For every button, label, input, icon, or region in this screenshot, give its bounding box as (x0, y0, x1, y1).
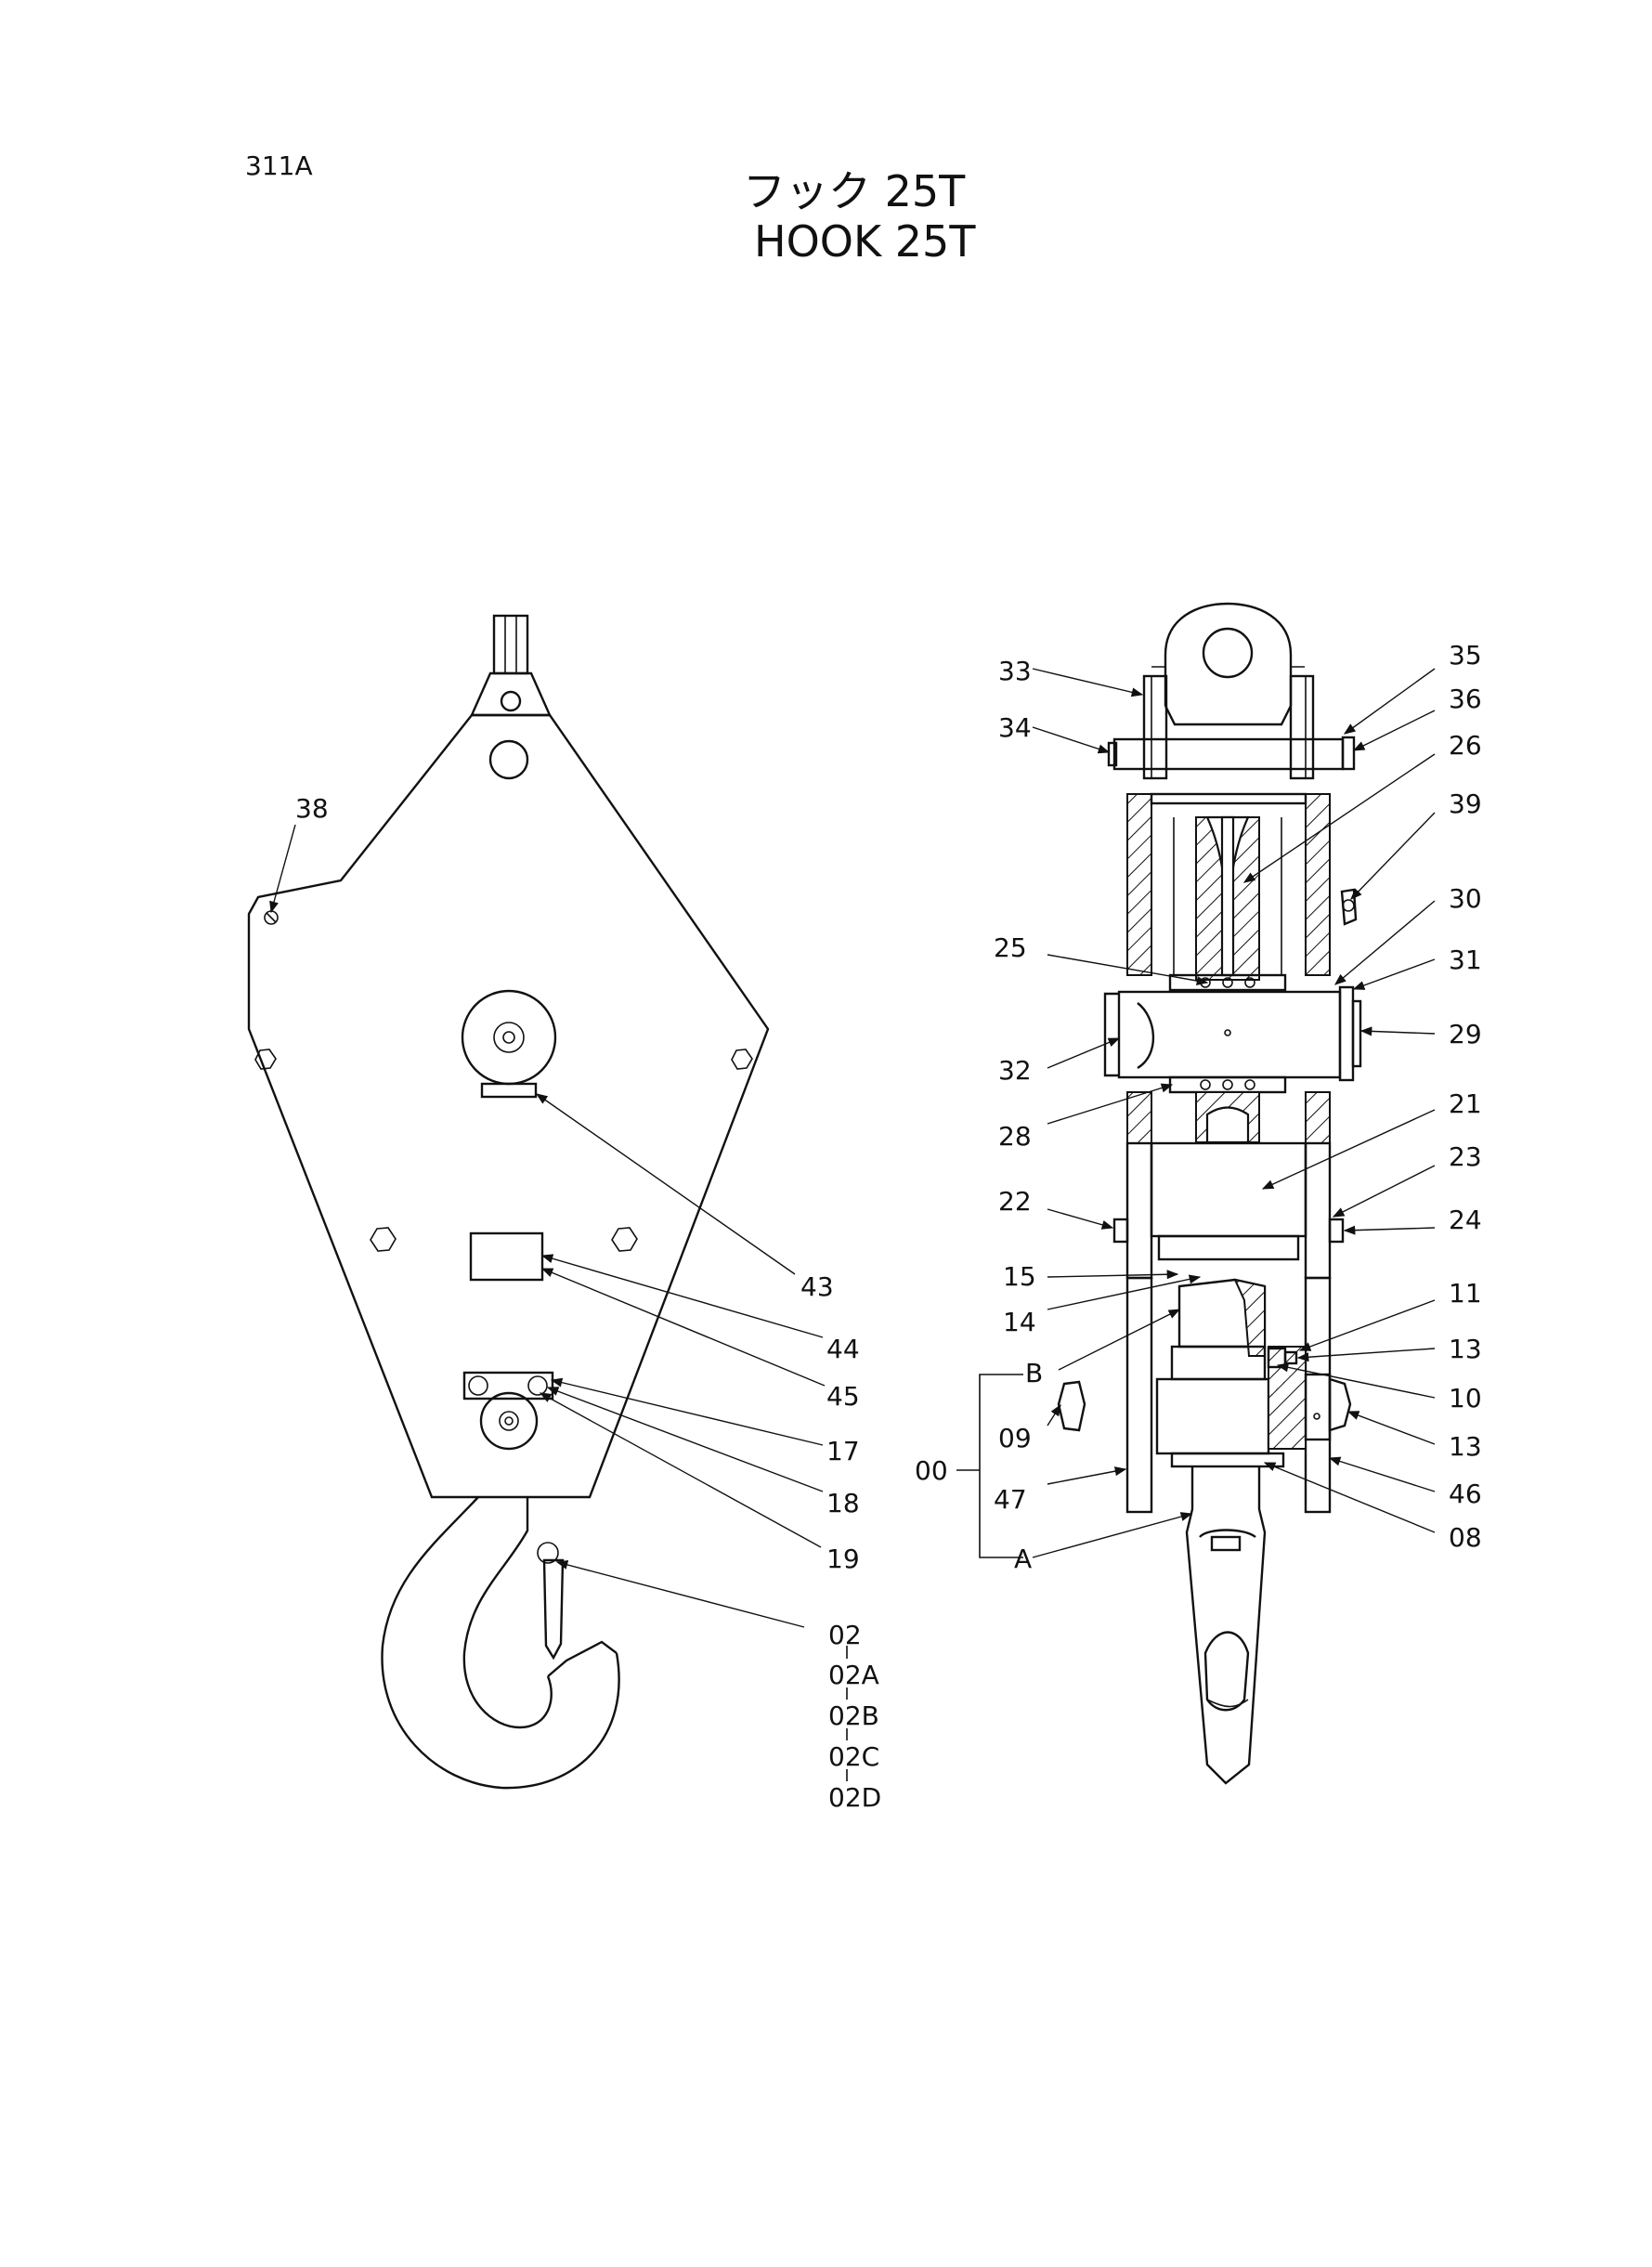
label-02b: 02B (828, 1700, 879, 1731)
label-17: 17 (826, 1436, 860, 1466)
label-02a: 02A (828, 1660, 879, 1690)
label-24: 24 (1449, 1205, 1482, 1235)
label-15: 15 (1003, 1261, 1036, 1292)
label-09: 09 (998, 1423, 1032, 1453)
label-31: 31 (1449, 945, 1482, 975)
label-22: 22 (998, 1186, 1032, 1217)
label-38: 38 (295, 793, 329, 824)
label-36: 36 (1449, 684, 1482, 714)
label-28: 28 (998, 1121, 1032, 1152)
title-english: HOOK 25T (754, 216, 976, 267)
label-29: 29 (1449, 1019, 1482, 1049)
label-33: 33 (998, 656, 1032, 686)
label-08: 08 (1449, 1522, 1482, 1553)
label-02c: 02C (828, 1741, 879, 1772)
label-43: 43 (800, 1271, 834, 1302)
label-23: 23 (1449, 1141, 1482, 1172)
sheet-code: 311A (245, 150, 313, 181)
label-46: 46 (1449, 1479, 1482, 1509)
label-b: B (1025, 1358, 1043, 1388)
label-39: 39 (1449, 788, 1482, 819)
title-japanese: フック 25T (743, 166, 966, 216)
leader-lines (269, 668, 1436, 1781)
label-30: 30 (1449, 883, 1482, 914)
label-25: 25 (994, 932, 1027, 963)
label-a: A (1014, 1544, 1032, 1574)
label-02: 02 (828, 1620, 862, 1650)
label-44: 44 (826, 1334, 860, 1364)
part-labels: 38 43 44 45 17 18 19 02 02A 02B 02C 02D … (295, 640, 1482, 1813)
label-34: 34 (998, 712, 1032, 743)
label-14: 14 (1003, 1307, 1036, 1337)
label-13-upper: 13 (1449, 1334, 1482, 1364)
hook-block-section-view (1057, 602, 1362, 1785)
hook-block-front-view (247, 614, 770, 1790)
label-47: 47 (994, 1484, 1027, 1515)
label-02d: 02D (828, 1782, 881, 1813)
label-45: 45 (826, 1381, 860, 1412)
label-10: 10 (1449, 1383, 1482, 1414)
label-00: 00 (915, 1455, 948, 1486)
label-19: 19 (826, 1544, 860, 1574)
label-21: 21 (1449, 1088, 1482, 1119)
label-35: 35 (1449, 640, 1482, 671)
label-13-lower: 13 (1449, 1431, 1482, 1462)
label-32: 32 (998, 1055, 1032, 1086)
label-11: 11 (1449, 1278, 1482, 1309)
label-18: 18 (826, 1488, 860, 1518)
label-26: 26 (1449, 730, 1482, 761)
